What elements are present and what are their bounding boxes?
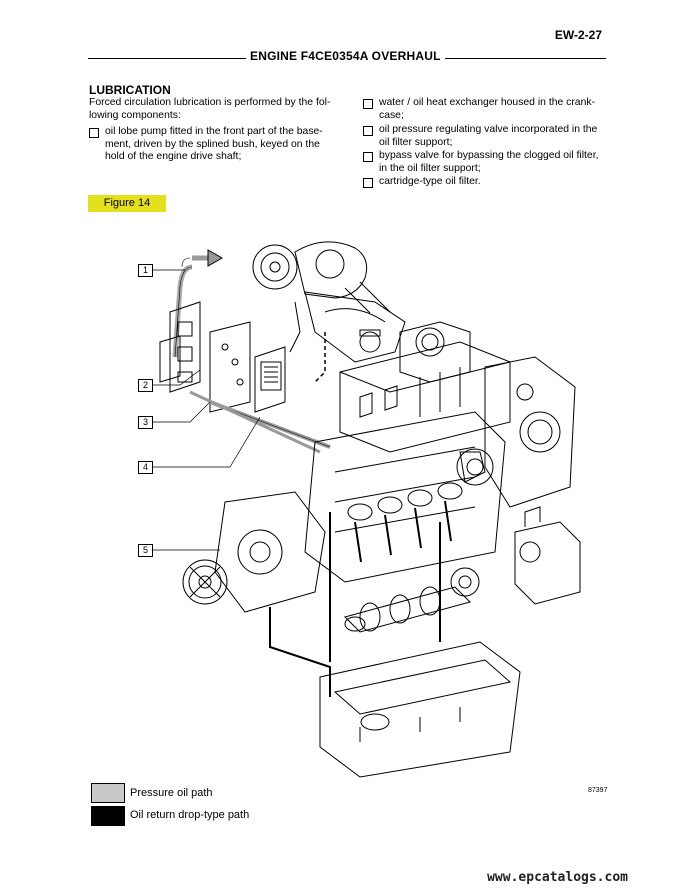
oil-filter-assembly-drawing [159,301,286,413]
legend-label-return: Oil return drop-type path [130,809,250,821]
checkbox-bullet-icon [363,126,373,136]
legend-swatch-return [91,806,125,826]
checkbox-bullet-icon [363,99,373,109]
crankshaft-drawing [344,567,480,633]
timing-housing-drawing [456,356,576,508]
callout-4: 4 [138,461,153,474]
oil-pan-drawing [319,641,521,778]
page-number: EW-2-27 [554,28,602,42]
injection-pump-drawing [514,506,581,605]
callout-1: 1 [138,264,153,277]
callout-5: 5 [138,544,153,557]
legend-label-pressure: Pressure oil path [130,787,213,799]
engine-lubrication-illustration [150,241,581,778]
front-cover-drawing [182,491,326,613]
intro-paragraph: Forced circulation lubrication is perfor… [89,97,331,121]
turbocharger-drawing [252,241,406,363]
figure-code: 87397 [588,787,608,794]
checkbox-bullet-icon [363,178,373,188]
callout-2: 2 [138,379,153,392]
chapter-title: ENGINE F4CE0354A OVERHAUL [246,49,445,63]
checkbox-bullet-icon [363,152,373,162]
section-title: LUBRICATION [89,83,171,97]
watermark: www.epcatalogs.com [487,870,628,885]
crankcase-drawing [304,411,506,583]
figure-label: Figure 14 [88,195,166,212]
cylinder-head-drawing [339,321,511,453]
checkbox-bullet-icon [89,128,99,138]
callout-3: 3 [138,416,153,429]
legend-swatch-pressure [91,783,125,803]
